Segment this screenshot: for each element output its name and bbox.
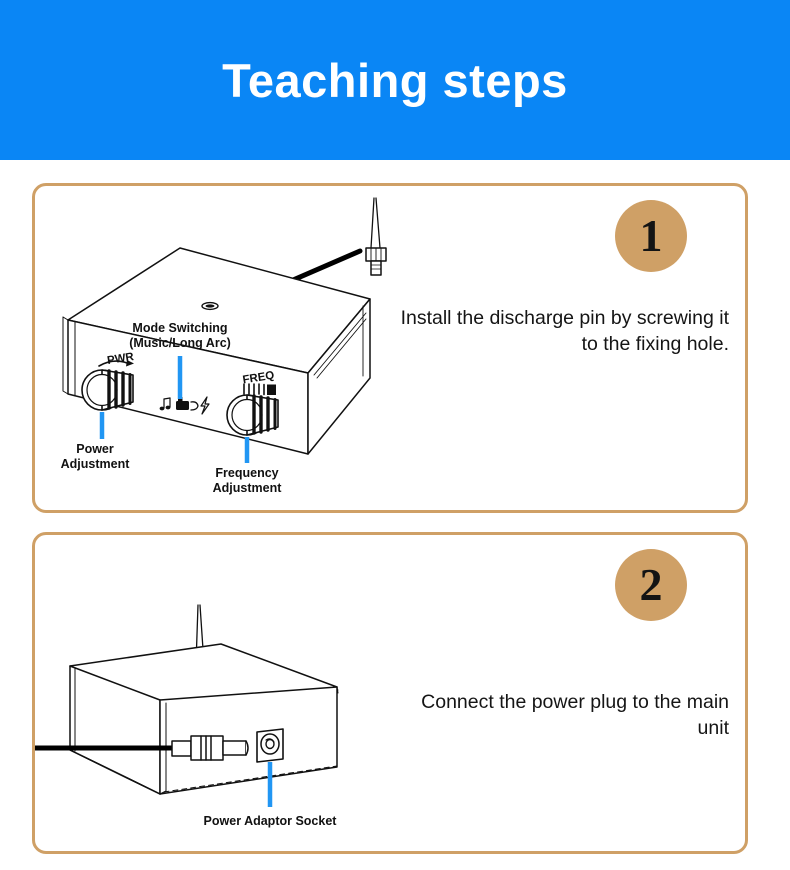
diagram-front-view-control-panel: PWR FREQ Mode Switching (Music/Long Arc)… <box>35 186 425 510</box>
freq-scale-icon <box>243 383 276 396</box>
step-number-badge-1: 1 <box>615 200 687 272</box>
step-instruction-2: Connect the power plug to the main unit <box>421 691 729 739</box>
callout-label-frequency-sub: Adjustment <box>213 481 283 495</box>
frequency-knob-icon <box>226 394 279 436</box>
toggle-switch-icon <box>176 397 199 411</box>
header-banner: Teaching steps <box>0 0 790 160</box>
pwr-marking-label: PWR <box>106 351 135 367</box>
dc-socket-icon <box>256 728 284 763</box>
pwr-arc-icon <box>98 360 128 367</box>
steps-container: 1 Install the discharge pin by screwing … <box>0 160 790 870</box>
lightning-bolt-icon <box>200 396 210 415</box>
step-number-badge-2: 2 <box>615 549 687 621</box>
step-instruction-1: Install the discharge pin by screwing it… <box>400 307 729 355</box>
callout-label-mode-switching: Mode Switching <box>132 321 227 335</box>
callout-label-frequency: Frequency <box>215 466 278 480</box>
device-rear-panel-face <box>159 686 338 795</box>
discharge-pin-icon <box>365 197 387 276</box>
callout-lines <box>99 356 250 463</box>
callout-label-power-sub: Adjustment <box>61 457 131 471</box>
step-panel-1: 1 Install the discharge pin by screwing … <box>32 183 748 513</box>
power-knob-icon <box>81 369 134 411</box>
callout-label-mode-switching-sub: (Music/Long Arc) <box>129 336 231 350</box>
callout-label-power: Power <box>76 442 114 456</box>
diagram-rear-view-power-socket: Power Adaptor Socket <box>35 535 425 851</box>
freq-marking-label: FREQ <box>242 370 275 387</box>
dc-barrel-plug-icon <box>171 735 249 761</box>
music-note-icon <box>159 397 171 411</box>
step-panel-2: 2 Connect the power plug to the main uni… <box>32 532 748 854</box>
device-right-face <box>307 298 371 455</box>
callout-label-power-adaptor-socket: Power Adaptor Socket <box>204 814 338 828</box>
page-title: Teaching steps <box>222 53 568 107</box>
